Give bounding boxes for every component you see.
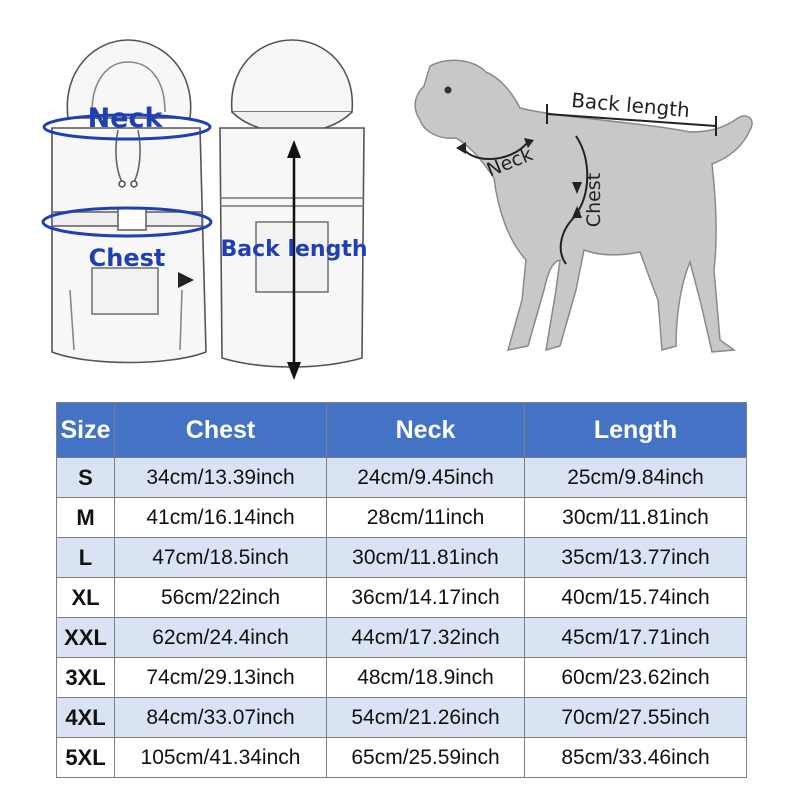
neck-cell: 54cm/21.26inch	[326, 697, 525, 738]
dog-chest-label: Chest	[583, 173, 605, 227]
size-chart-table: Size Chest Neck Length S 34cm/13.39inch …	[56, 402, 747, 778]
dog-chest-measure	[575, 135, 589, 215]
back-length-arrow	[287, 140, 301, 380]
neck-cell: 24cm/9.45inch	[326, 457, 525, 498]
dog-silhouette	[414, 59, 753, 353]
neck-cell: 48cm/18.9inch	[326, 657, 525, 698]
chest-cell: 56cm/22inch	[114, 577, 327, 618]
measurement-illustration: Neck Chest Back length	[41, 39, 753, 380]
chest-cell: 84cm/33.07inch	[114, 697, 327, 738]
table-row: L 47cm/18.5inch 30cm/11.81inch 35cm/13.7…	[56, 537, 747, 578]
neck-measure-ring	[42, 113, 212, 141]
length-cell: 85cm/33.46inch	[524, 737, 747, 778]
vest-back-drawing	[219, 39, 365, 368]
size-cell: 3XL	[56, 657, 115, 698]
table-row: 5XL 105cm/41.34inch 65cm/25.59inch 85cm/…	[56, 737, 747, 778]
vest-front-drawing	[51, 39, 207, 364]
neck-cell: 28cm/11inch	[326, 497, 525, 538]
length-cell: 45cm/17.71inch	[524, 617, 747, 658]
dog-chest-arrow-icon-2	[572, 206, 582, 218]
chest-arrow-icon	[178, 272, 194, 288]
table-row: XXL 62cm/24.4inch 44cm/17.32inch 45cm/17…	[56, 617, 747, 658]
length-cell: 70cm/27.55inch	[524, 697, 747, 738]
header-neck: Neck	[326, 402, 525, 458]
chest-cell: 47cm/18.5inch	[114, 537, 327, 578]
header-size: Size	[56, 402, 115, 458]
table-row: 3XL 74cm/29.13inch 48cm/18.9inch 60cm/23…	[56, 657, 747, 698]
dog-eye	[444, 86, 452, 94]
chest-cell: 62cm/24.4inch	[114, 617, 327, 658]
vest-chest-label: Chest	[89, 244, 166, 272]
neck-cell: 36cm/14.17inch	[326, 577, 525, 618]
dog-back-length-line	[546, 104, 717, 136]
length-cell: 35cm/13.77inch	[524, 537, 747, 578]
header-chest: Chest	[114, 402, 327, 458]
vest-neck-label: Neck	[88, 103, 164, 134]
chest-cell: 41cm/16.14inch	[114, 497, 327, 538]
chest-cell: 34cm/13.39inch	[114, 457, 327, 498]
length-cell: 30cm/11.81inch	[524, 497, 747, 538]
size-cell: 5XL	[56, 737, 115, 778]
table-row: M 41cm/16.14inch 28cm/11inch 30cm/11.81i…	[56, 497, 747, 538]
header-length: Length	[524, 402, 747, 458]
neck-cell: 65cm/25.59inch	[326, 737, 525, 778]
dog-chest-arrow-icon	[572, 182, 582, 194]
length-cell: 60cm/23.62inch	[524, 657, 747, 698]
neck-cell: 44cm/17.32inch	[326, 617, 525, 658]
size-cell: 4XL	[56, 697, 115, 738]
table-row: S 34cm/13.39inch 24cm/9.45inch 25cm/9.84…	[56, 457, 747, 498]
table-header-row: Size Chest Neck Length	[56, 402, 747, 458]
neck-cell: 30cm/11.81inch	[326, 537, 525, 578]
dog-neck-arrow-icon	[456, 142, 466, 154]
size-cell: S	[56, 457, 115, 498]
vest-back-length-label: Back length	[221, 237, 368, 262]
length-cell: 25cm/9.84inch	[524, 457, 747, 498]
table-row: XL 56cm/22inch 36cm/14.17inch 40cm/15.74…	[56, 577, 747, 618]
size-cell: XL	[56, 577, 115, 618]
chest-measure-ring	[41, 206, 213, 238]
size-cell: M	[56, 497, 115, 538]
size-cell: L	[56, 537, 115, 578]
dog-neck-arrow-icon-2	[524, 138, 534, 148]
table-row: 4XL 84cm/33.07inch 54cm/21.26inch 70cm/2…	[56, 697, 747, 738]
length-cell: 40cm/15.74inch	[524, 577, 747, 618]
chest-cell: 74cm/29.13inch	[114, 657, 327, 698]
size-cell: XXL	[56, 617, 115, 658]
chest-cell: 105cm/41.34inch	[114, 737, 327, 778]
